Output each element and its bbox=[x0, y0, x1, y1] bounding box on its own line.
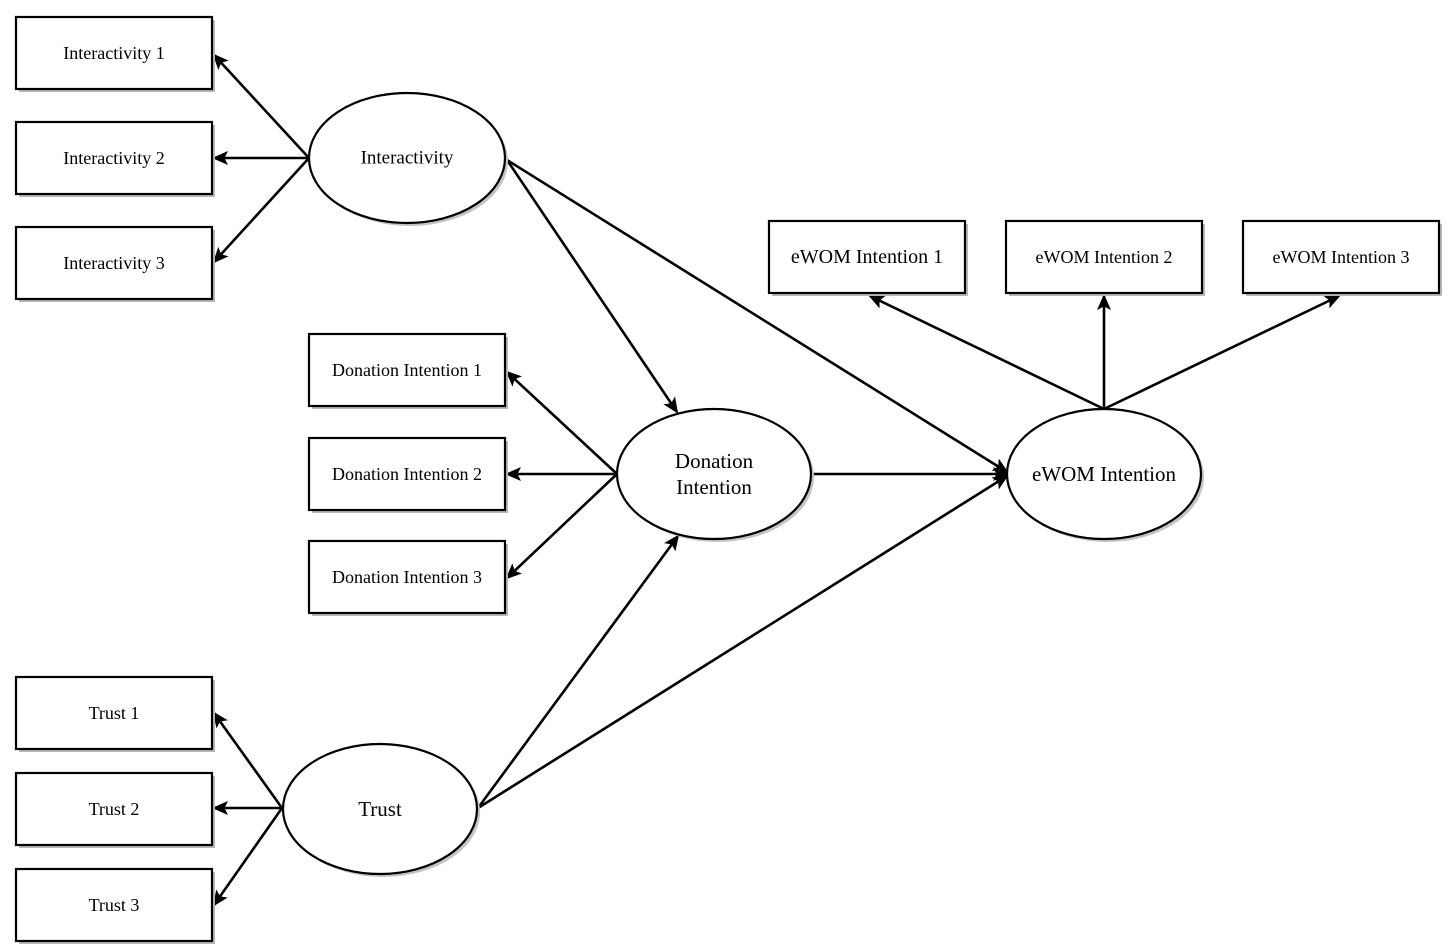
edge-interactivity-to-interactivity-3 bbox=[212, 157, 310, 264]
construct-interactivity-label: Interactivity bbox=[361, 148, 454, 169]
construct-donation-label-line1: Donation bbox=[675, 449, 754, 473]
construct-donation-label-line2: Intention bbox=[676, 475, 752, 499]
edge-interactivity-to-interactivity-1 bbox=[212, 53, 310, 159]
indicator-donation-intention-1-label: Donation Intention 1 bbox=[332, 360, 482, 380]
construct-ewom-intention-label: eWOM Intention bbox=[1032, 462, 1177, 486]
indicator-ewom-intention-1: eWOM Intention 1 bbox=[767, 219, 968, 296]
indicator-ewom-intention-2-label: eWOM Intention 2 bbox=[1036, 247, 1173, 267]
indicator-trust-2: Trust 2 bbox=[14, 771, 215, 848]
construct-trust: Trust bbox=[281, 742, 480, 877]
edges bbox=[212, 53, 1341, 907]
edge-ewom-to-ewom-intention-3 bbox=[1103, 294, 1341, 411]
indicator-interactivity-1: Interactivity 1 bbox=[14, 15, 215, 92]
indicator-donation-intention-3-label: Donation Intention 3 bbox=[332, 567, 482, 587]
indicator-interactivity-3: Interactivity 3 bbox=[14, 225, 215, 302]
indicator-trust-3: Trust 3 bbox=[14, 867, 215, 944]
indicator-ewom-intention-1-label: eWOM Intention 1 bbox=[791, 246, 943, 268]
indicator-ewom-intention-3-label: eWOM Intention 3 bbox=[1273, 247, 1410, 267]
edge-trust-to-trust-1 bbox=[212, 711, 284, 809]
construct-trust-label: Trust bbox=[358, 797, 402, 821]
indicator-donation-intention-2: Donation Intention 2 bbox=[307, 436, 508, 513]
indicator-trust-1-label: Trust 1 bbox=[89, 703, 140, 723]
edge-donation-to-donation-intention-3 bbox=[505, 473, 618, 580]
indicator-trust-3-label: Trust 3 bbox=[89, 895, 140, 915]
construct-ewom-intention: eWOM Intention bbox=[1005, 407, 1204, 542]
indicator-interactivity-1-label: Interactivity 1 bbox=[63, 43, 164, 63]
edge-donation-to-donation-intention-1 bbox=[505, 370, 618, 475]
indicator-ewom-intention-2: eWOM Intention 2 bbox=[1004, 219, 1205, 296]
construct-donation-intention: Donation Intention bbox=[615, 407, 814, 542]
indicator-interactivity-2: Interactivity 2 bbox=[14, 120, 215, 197]
edge-interactivity-to-donation-intention bbox=[505, 159, 679, 414]
edge-interactivity-to-ewom-intention bbox=[506, 158, 1009, 474]
indicator-donation-intention-2-label: Donation Intention 2 bbox=[332, 464, 482, 484]
indicator-trust-2-label: Trust 2 bbox=[89, 799, 140, 819]
latent-constructs: Interactivity Donation Intention eWOM In… bbox=[281, 91, 1204, 877]
edge-ewom-to-ewom-intention-1 bbox=[868, 294, 1105, 411]
edge-trust-to-ewom-intention bbox=[477, 474, 1009, 810]
indicator-boxes: Interactivity 1 Interactivity 2 Interact… bbox=[14, 15, 1442, 944]
indicator-trust-1: Trust 1 bbox=[14, 675, 215, 752]
indicator-donation-intention-1: Donation Intention 1 bbox=[307, 332, 508, 409]
indicator-ewom-intention-3: eWOM Intention 3 bbox=[1241, 219, 1442, 296]
edge-trust-to-trust-3 bbox=[212, 807, 284, 907]
indicator-donation-intention-3: Donation Intention 3 bbox=[307, 539, 508, 616]
indicator-interactivity-2-label: Interactivity 2 bbox=[63, 148, 164, 168]
construct-interactivity: Interactivity bbox=[307, 91, 508, 226]
edge-trust-to-donation-intention bbox=[476, 534, 680, 809]
indicator-interactivity-3-label: Interactivity 3 bbox=[63, 253, 164, 273]
